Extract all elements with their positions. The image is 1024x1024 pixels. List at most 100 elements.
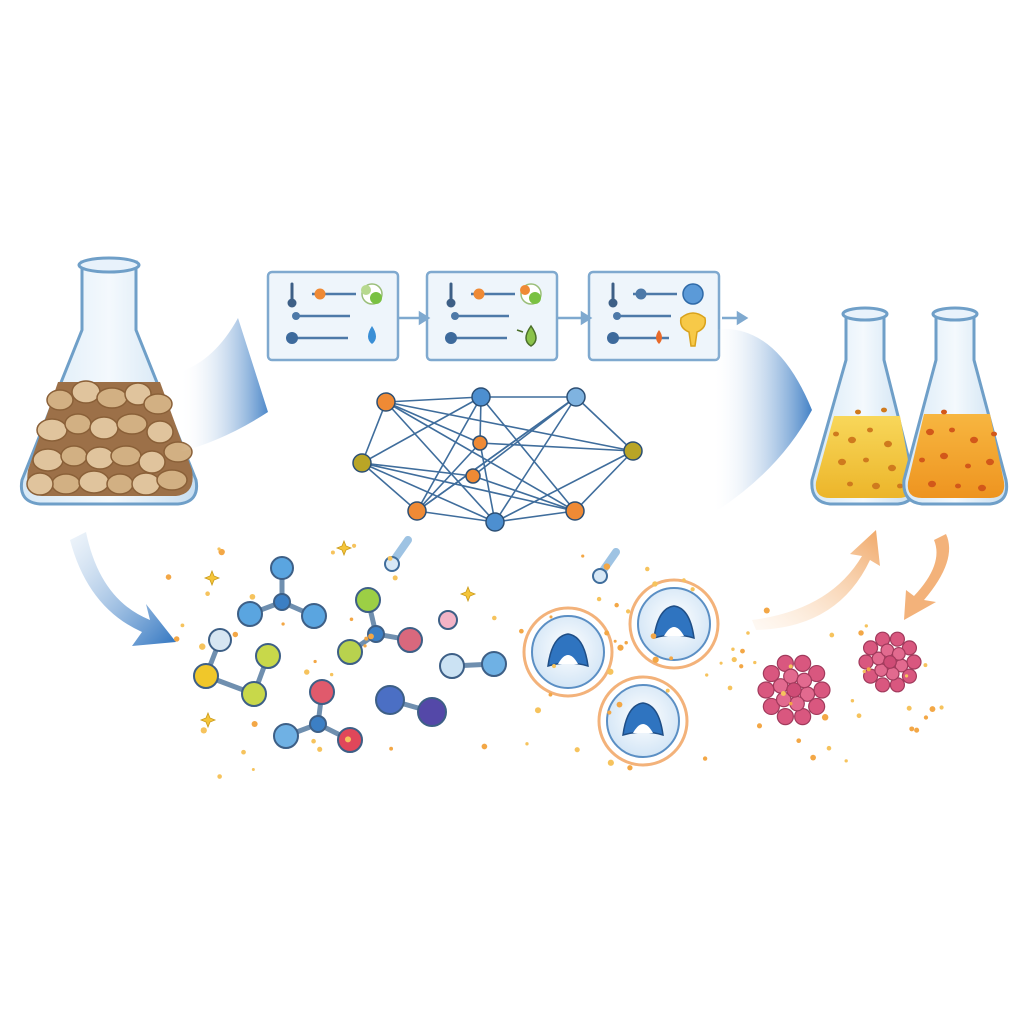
- sparkle-dot: [652, 656, 659, 663]
- bubble: [838, 458, 846, 466]
- substrate-chunk: [64, 413, 92, 435]
- sparkle-dot: [330, 550, 335, 555]
- sparkle-dot: [218, 548, 225, 556]
- enzyme-subunit: [786, 682, 802, 698]
- atom: [193, 663, 219, 689]
- thermometer-icon: [287, 282, 297, 308]
- molecule: [439, 651, 507, 679]
- sparkle-dot: [603, 563, 611, 570]
- substrate-chunk: [60, 445, 88, 467]
- network-edge: [479, 442, 496, 523]
- enzyme-subunit: [901, 668, 918, 684]
- enzyme-subunit: [796, 672, 813, 689]
- enzyme-subunit: [901, 640, 918, 656]
- sparkle-dot: [753, 660, 757, 665]
- network-node: [485, 512, 505, 532]
- sparkle-dot: [217, 774, 222, 779]
- enzyme-subunit: [885, 666, 900, 681]
- sparkle-dot: [200, 727, 207, 734]
- bubble: [955, 483, 961, 489]
- substrate-chunk: [131, 472, 161, 496]
- sparkle-dot: [311, 738, 316, 744]
- sparkle-dot: [607, 668, 614, 675]
- bubble: [867, 427, 873, 433]
- sparkle-dot: [705, 673, 709, 677]
- sparkle-dot: [232, 631, 239, 638]
- sparkle-dot: [756, 723, 763, 729]
- sparkle-dot: [344, 736, 352, 743]
- sparkle-dot: [364, 636, 369, 641]
- star-icon: [459, 585, 477, 603]
- substrate-chunk: [89, 416, 119, 440]
- bubble: [978, 484, 986, 492]
- atom: [273, 723, 299, 749]
- sparkle-dot: [862, 669, 866, 674]
- sparkle-dot: [368, 633, 374, 640]
- molecule: [237, 556, 327, 629]
- product-flask-yellow: [810, 306, 917, 506]
- panel-connectors: [398, 310, 749, 326]
- slider-icon: [451, 312, 509, 320]
- bubble: [855, 409, 861, 415]
- sparkle-dot: [525, 742, 529, 746]
- sparkle-dot: [352, 543, 357, 548]
- sparkle-dot: [731, 656, 737, 663]
- sparkle-dot: [627, 765, 633, 771]
- network-edge: [385, 401, 576, 512]
- sparkle-dot: [616, 701, 623, 708]
- atom: [309, 679, 335, 705]
- arrow-to-products: [712, 329, 812, 512]
- bubble: [941, 409, 947, 415]
- network-edge: [416, 510, 496, 523]
- network-edge: [361, 401, 387, 464]
- product-flasks: [810, 306, 1009, 506]
- enzyme-clusters: [757, 631, 922, 726]
- enzyme-subunit: [783, 668, 799, 685]
- atom: [270, 556, 294, 580]
- sparkle-dot: [614, 602, 619, 608]
- bubble: [919, 457, 925, 463]
- network-edge: [385, 401, 496, 523]
- sparkle-dot: [669, 656, 674, 661]
- sparkle-dot: [829, 632, 835, 638]
- network-edge: [416, 396, 577, 512]
- balance-icon: [471, 288, 515, 300]
- bubble: [833, 431, 839, 437]
- molecule: [193, 628, 281, 707]
- process-panels: [266, 270, 721, 362]
- substrate-chunk: [156, 469, 188, 491]
- network-node: [465, 468, 481, 484]
- network-node: [407, 501, 427, 521]
- sparkle-dot: [180, 623, 185, 628]
- sparkle-dot: [607, 759, 614, 766]
- slider-icon: [613, 312, 671, 320]
- sparkle-dot: [746, 631, 750, 635]
- arrow-to-molecules: [70, 532, 176, 646]
- network-edge: [479, 442, 634, 452]
- substrate-chunk: [138, 450, 166, 474]
- droplet-icon: [368, 326, 376, 344]
- sparkle-dot: [866, 667, 871, 672]
- person-icon: [682, 283, 704, 305]
- substrate-chunk: [116, 413, 148, 435]
- atom: [301, 603, 327, 629]
- sparkle-dot: [317, 746, 323, 752]
- star-icon: [335, 539, 353, 557]
- sparkle-dot: [788, 664, 793, 669]
- bubble: [881, 407, 887, 413]
- sparkle-dot: [796, 738, 802, 744]
- pipette-icon: [445, 332, 507, 344]
- sparkle-dot: [739, 664, 744, 669]
- sparkle-dot: [625, 609, 631, 614]
- enzyme-subunit: [813, 681, 831, 699]
- sparkle-dot: [858, 630, 864, 636]
- network-edge: [361, 462, 418, 512]
- sparkle-dot: [821, 714, 829, 721]
- thermometer-icon: [608, 282, 618, 308]
- slider-icon: [292, 312, 350, 320]
- star-icon: [203, 569, 221, 587]
- atom: [439, 653, 465, 679]
- sparkle-dot: [481, 743, 488, 750]
- bubble: [986, 458, 994, 466]
